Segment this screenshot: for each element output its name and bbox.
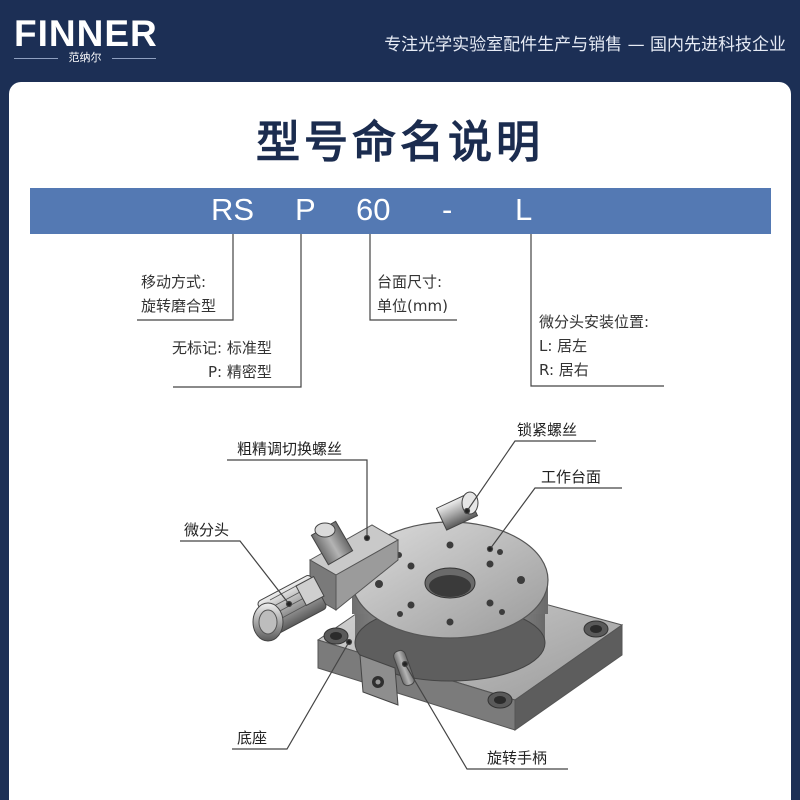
leader-base (232, 641, 350, 750)
annotation-motion-value: 旋转磨合型 (141, 297, 217, 315)
leader-motion (137, 234, 234, 321)
leader-work-table (489, 487, 622, 550)
label-rotation-handle: 旋转手柄 (487, 749, 548, 767)
annotation-table-size-title: 台面尺寸: (377, 273, 443, 291)
model-code-dash: - (442, 192, 453, 227)
annotation-micrometer-position: 微分头安装位置: L: 居左 R: 居右 (539, 310, 649, 382)
leader-table-size (369, 234, 457, 321)
annotation-table-size-unit: 单位(mm) (377, 297, 448, 315)
label-work-table: 工作台面 (541, 468, 602, 486)
label-base: 底座 (237, 729, 268, 747)
annotation-motion: 移动方式: 旋转磨合型 (141, 270, 216, 318)
model-code-size: 60 (356, 192, 391, 227)
model-code-position: L (515, 192, 533, 227)
part-leader-lines (180, 440, 622, 770)
leader-rotation-handle (404, 663, 568, 770)
leader-coarse-fine-screw (227, 459, 368, 538)
leader-micrometer (180, 540, 290, 605)
annotation-precision-precise: P: 精密型 (207, 363, 272, 381)
annotation-precision: 无标记: 标准型 P: 精密型 (172, 336, 272, 384)
label-micrometer: 微分头 (184, 521, 230, 539)
label-lock-screw: 锁紧螺丝 (517, 421, 578, 439)
annotation-micrometer-position-left: L: 居左 (539, 337, 588, 355)
model-code-bar (30, 188, 771, 234)
model-code-leader-lines (137, 234, 664, 388)
brand-logo-subtitle: 范纳尔 (14, 51, 156, 65)
annotation-motion-title: 移动方式: (141, 273, 207, 291)
label-coarse-fine-screw: 粗精调切换螺丝 (237, 440, 343, 458)
rotation-handle (359, 649, 415, 706)
annotation-micrometer-position-title: 微分头安装位置: (539, 313, 650, 331)
micrometer-graphic (252, 575, 327, 642)
model-code-precision: P (295, 192, 316, 227)
lock-screw-graphic (435, 491, 479, 531)
page-title: 型号命名说明 (256, 117, 544, 168)
leader-micrometer-position (530, 234, 664, 387)
leader-lock-screw (466, 440, 596, 512)
annotation-micrometer-position-right: R: 居右 (539, 361, 589, 379)
leader-precision (173, 234, 302, 388)
model-code-series: RS (211, 192, 255, 227)
annotation-precision-standard: 无标记: 标准型 (172, 339, 272, 357)
header-tagline: 专注光学实验室配件生产与销售 — 国内先进科技企业 (384, 35, 786, 55)
annotation-table-size: 台面尺寸: 单位(mm) (377, 270, 448, 318)
coarse-fine-screw-graphic (310, 520, 354, 566)
header: FINNER 范纳尔 专注光学实验室配件生产与销售 — 国内先进科技企业 (0, 0, 800, 82)
brand-logo: FINNER (14, 13, 158, 54)
